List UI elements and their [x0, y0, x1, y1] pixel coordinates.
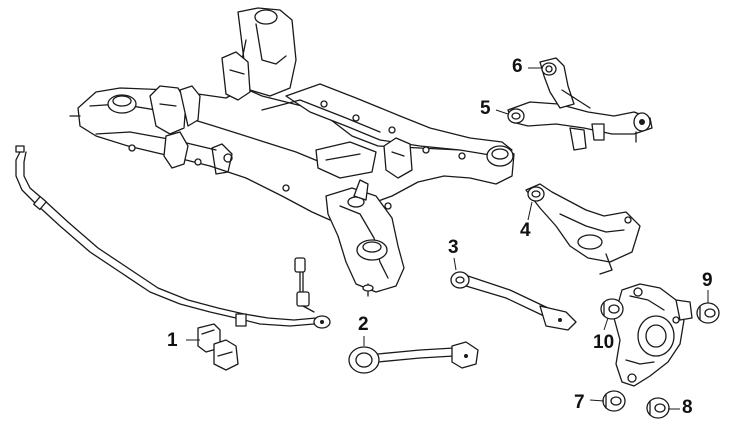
stabilizer-bushing-part-1: [197, 323, 239, 371]
rear-subframe: [69, 7, 515, 297]
upper-control-arm-parts-5-6: [507, 57, 653, 151]
callout-10: 10: [593, 332, 615, 353]
stabilizer-link: [294, 257, 315, 313]
callout-1: 1: [167, 330, 178, 351]
leader-lines: [186, 67, 709, 410]
callout-3: 3: [448, 237, 459, 258]
bushing-part-10: [600, 298, 624, 320]
lateral-link-part-3: [450, 271, 577, 331]
callout-5: 5: [480, 98, 491, 119]
callout-6: 6: [512, 56, 523, 77]
lower-control-arm-part-4: [525, 183, 641, 275]
bushing-part-7: [602, 390, 626, 412]
callout-9: 9: [702, 270, 713, 291]
radius-rod-part-2: [348, 341, 479, 374]
bushing-part-8: [646, 397, 670, 419]
stabilizer-bar: [15, 145, 331, 329]
callout-2: 2: [358, 314, 369, 335]
callout-4: 4: [520, 220, 531, 241]
callout-8: 8: [682, 397, 693, 418]
rear-knuckle: [613, 283, 693, 387]
bushing-part-9: [696, 302, 720, 324]
callout-7: 7: [574, 392, 585, 413]
